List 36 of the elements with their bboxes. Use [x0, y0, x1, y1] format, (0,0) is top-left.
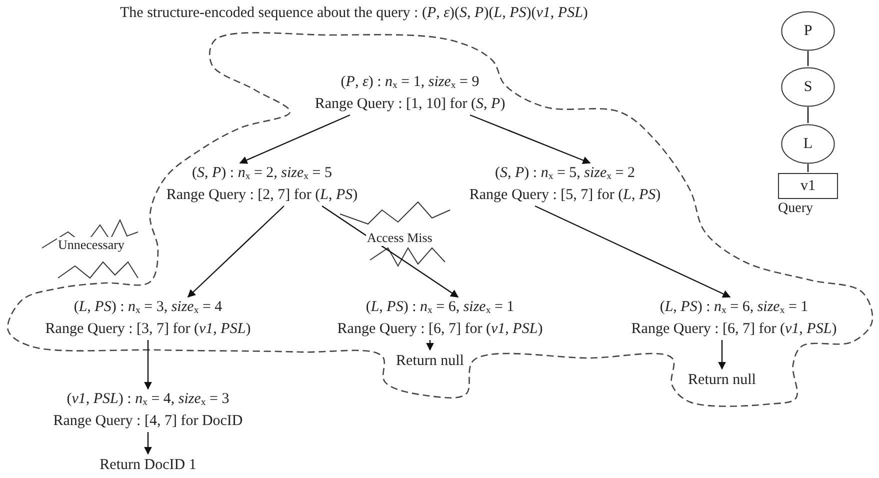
node-heading: (L, PS) : n$_{x}$ = 6, size$_{x}$ = 1: [660, 298, 808, 318]
node-text: Range Query : [2, 7] for (L, PS): [166, 186, 358, 204]
arrow: [322, 206, 459, 298]
node-text: Range Query : [1, 10] for (S, P): [314, 94, 506, 114]
annotation-label: Access Miss: [366, 230, 434, 246]
node-heading: (L, PS) : n$_{x}$ = 3, size$_{x}$ = 4: [74, 298, 222, 318]
connector-line: [807, 107, 809, 123]
node-text: Return null: [396, 352, 464, 370]
node-heading: (S, P) : n$_{x}$ = 2, size$_{x}$ = 5: [192, 164, 332, 184]
node-heading: (L, PS) : n$_{x}$ = 6, size$_{x}$ = 1: [366, 298, 514, 318]
arrow: [144, 432, 152, 455]
node-text: Return null: [688, 370, 756, 390]
node-heading: (S, P) : n$_{x}$ = 5, size$_{x}$ = 2: [494, 164, 636, 184]
ellipse-node: P: [781, 11, 835, 51]
node-text: Range Query : [3, 7] for (v1, PSL): [45, 320, 251, 338]
arrow: [718, 340, 726, 370]
connector-line: [807, 51, 809, 66]
node-text: Range Query : [4, 7] for DocID: [53, 412, 243, 430]
node-text: Range Query : [6, 7] for (v1, PSL): [337, 320, 543, 338]
arrow: [144, 340, 152, 390]
node-text: Range Query : [5, 7] for (L, PS): [469, 186, 661, 204]
node-heading: (v1, PSL) : n$_{x}$ = 4, size$_{x}$ = 3: [66, 390, 230, 410]
arrow: [470, 114, 591, 164]
node-caption: Query: [778, 201, 813, 217]
arrow: [187, 206, 284, 298]
node-heading: (P, ε) : n$_{x}$ = 1, size$_{x}$ = 9: [340, 72, 480, 92]
ellipse-node: S: [781, 67, 835, 107]
box-node: v1: [778, 173, 838, 199]
annotation-label: Unnecessary: [57, 237, 126, 253]
node-text: Return DocID 1: [100, 456, 196, 474]
arrow: [239, 114, 350, 164]
ellipse-node: L: [781, 124, 835, 164]
node-text: Range Query : [6, 7] for (v1, PSL): [631, 320, 837, 338]
title: The structure-encoded sequence about the query : (P, ε)(S, P)(L, PS)(v1, PSL): [120, 5, 588, 22]
arrow: [426, 340, 434, 351]
arrow: [534, 205, 731, 298]
